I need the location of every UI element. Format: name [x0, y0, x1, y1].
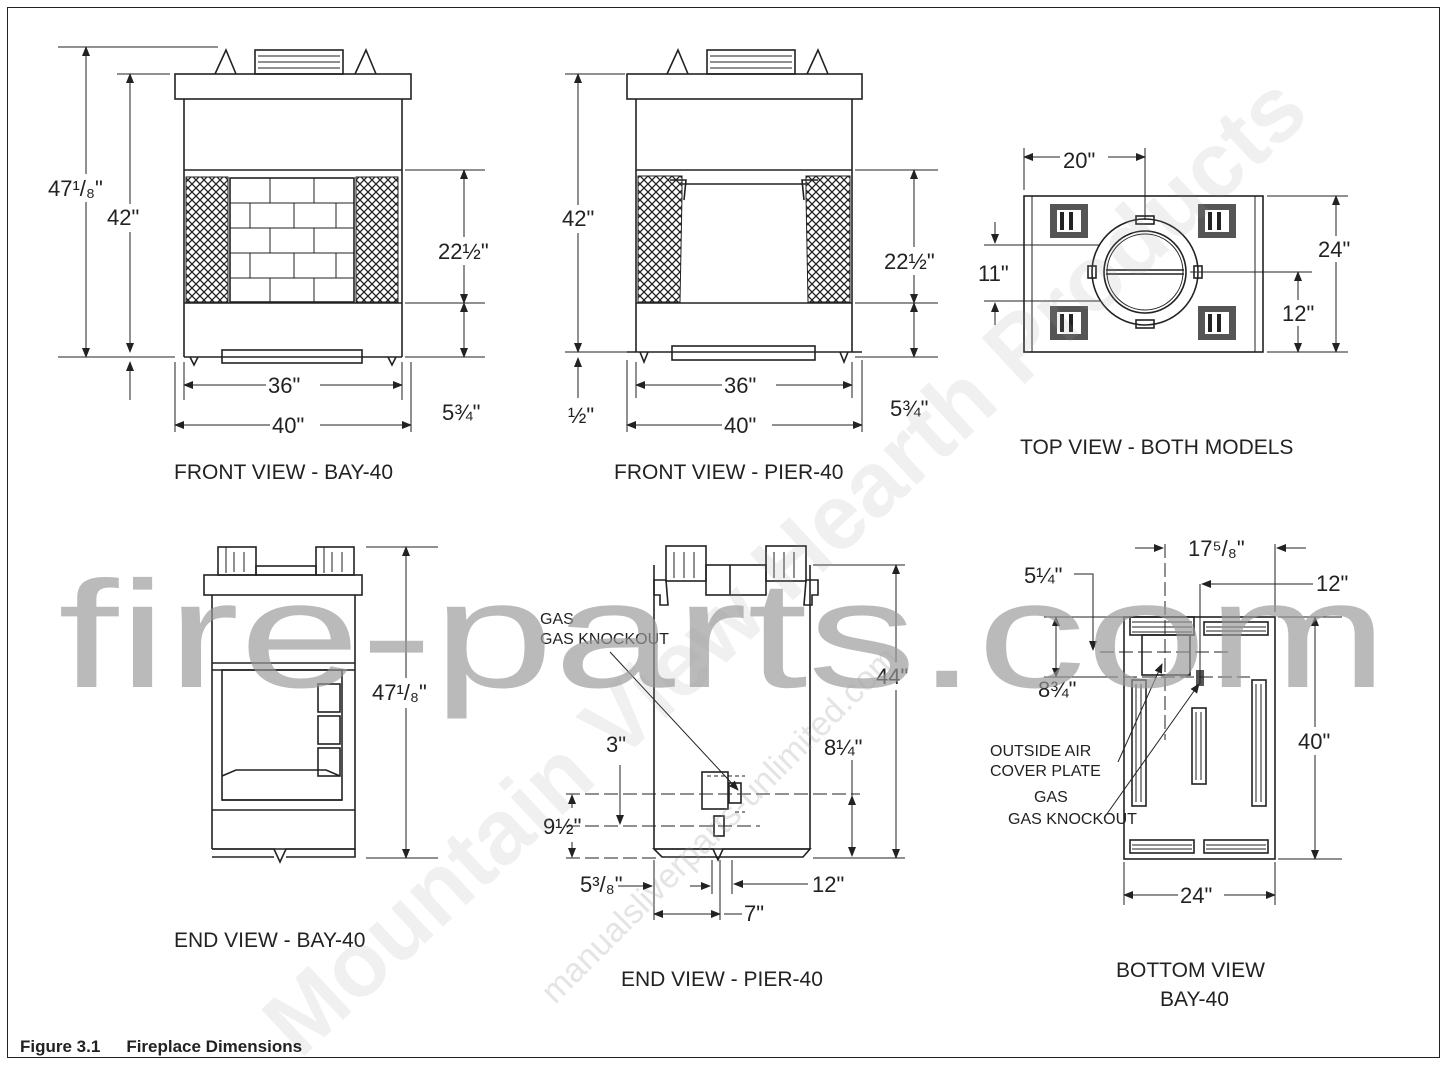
dim-seven: 7" — [744, 901, 764, 926]
dim-opening-width: 36" — [268, 373, 300, 398]
label-bottom-gas-knockout: GAS KNOCKOUT — [1008, 811, 1137, 828]
label-top-view: TOP VIEW - BOTH MODELS — [1020, 436, 1293, 459]
figure-caption: Figure 3.1 Fireplace Dimensions — [20, 1037, 302, 1057]
dim-flue-center: 11" — [978, 261, 1009, 286]
top-bracket — [1050, 204, 1236, 340]
dim-height: 42" — [107, 205, 139, 230]
label-cover-plate: COVER PLATE — [990, 763, 1101, 780]
watermark-layer: fire-parts.com Mountain View Hearth Prod… — [58, 56, 1388, 1065]
figure-frame — [7, 7, 1440, 1058]
watermark-main: fire-parts.com — [58, 550, 1388, 720]
front-view-bay — [174, 48, 412, 367]
dim-end-bay-height: 47¹/₈" — [372, 680, 427, 705]
dim-knockout-width: 5³/₈" — [580, 872, 623, 897]
dim-plate-depth: 5¼" — [1024, 563, 1062, 588]
front-view-pier-dimensions: 42" 22½" 36" 40" 5¾" ½" FRONT VIEW - PIE… — [560, 73, 940, 484]
dim-opening-height: 22½" — [438, 239, 489, 264]
dim-pier-width: 40" — [724, 413, 756, 438]
label-front-view-pier: FRONT VIEW - PIER-40 — [614, 461, 843, 484]
dim-top-width: 17⁵/₈" — [1188, 536, 1245, 561]
end-view-bay — [203, 546, 363, 864]
dim-flue-offset: 20" — [1063, 148, 1095, 173]
dim-bottom-right: 12" — [1316, 571, 1348, 596]
dim-end-pier-height: 44" — [876, 664, 908, 689]
dim-bottom-width: 24" — [1180, 883, 1212, 908]
dim-flue-side: 12" — [1282, 301, 1314, 326]
dim-back: 12" — [812, 872, 844, 897]
dim-pier-opening-height: 22½" — [884, 249, 935, 274]
dim-plate-height: 8¾" — [1038, 677, 1076, 702]
front-view-bay-dimensions: 47¹/₈" 42" 22½" 36" 40" 5¾" FRONT VIEW -… — [40, 46, 494, 484]
bottom-view-dimensions: 17⁵/₈" 12" 5¼" 8¾" 40" 24" OUTSIDE AIR C… — [990, 536, 1348, 1011]
dim-pier-base: 5¾" — [890, 396, 928, 421]
label-gas-knockout-line1: GAS — [540, 611, 574, 628]
top-view-dimensions: 20" 24" 12" 11" TOP VIEW - BOTH MODELS — [978, 146, 1360, 459]
dim-bottom-depth: 40" — [1298, 729, 1330, 754]
end-view-pier — [652, 545, 819, 862]
label-front-view-bay: FRONT VIEW - BAY-40 — [174, 461, 393, 484]
end-view-pier-dimensions: 44" 8¼" 3" 9½" 5³/₈" 12" 7" GAS GAS KNOC… — [540, 564, 922, 991]
dim-overall-height: 47¹/₈" — [48, 176, 103, 201]
label-end-view-pier: END VIEW - PIER-40 — [621, 968, 823, 991]
dim-knockout-low: 9½" — [543, 814, 581, 839]
label-bottom-view-line2: BAY-40 — [1160, 988, 1229, 1011]
dim-pier-height: 42" — [562, 206, 594, 231]
label-bottom-view-line1: BOTTOM VIEW — [1116, 959, 1265, 982]
dim-pier-offset: ½" — [568, 403, 594, 428]
dim-depth: 24" — [1318, 237, 1350, 262]
label-bottom-gas-line1: GAS — [1034, 789, 1068, 806]
label-gas-knockout: GAS KNOCKOUT — [540, 631, 669, 648]
dim-width: 40" — [272, 413, 304, 438]
figure-number: Figure 3.1 — [20, 1037, 101, 1056]
dim-knockout-offset: 3" — [606, 732, 626, 757]
top-view — [1023, 195, 1264, 353]
dim-pier-opening-width: 36" — [724, 373, 756, 398]
label-end-view-bay: END VIEW - BAY-40 — [174, 929, 365, 952]
front-view-pier — [626, 48, 863, 365]
figure-title: Fireplace Dimensions — [126, 1037, 303, 1056]
dim-knockout-height: 8¼" — [824, 735, 862, 760]
label-outside-air: OUTSIDE AIR — [990, 743, 1091, 760]
end-view-bay-dimensions: 47¹/₈" END VIEW - BAY-40 — [174, 546, 440, 952]
dim-base: 5¾" — [442, 400, 480, 425]
